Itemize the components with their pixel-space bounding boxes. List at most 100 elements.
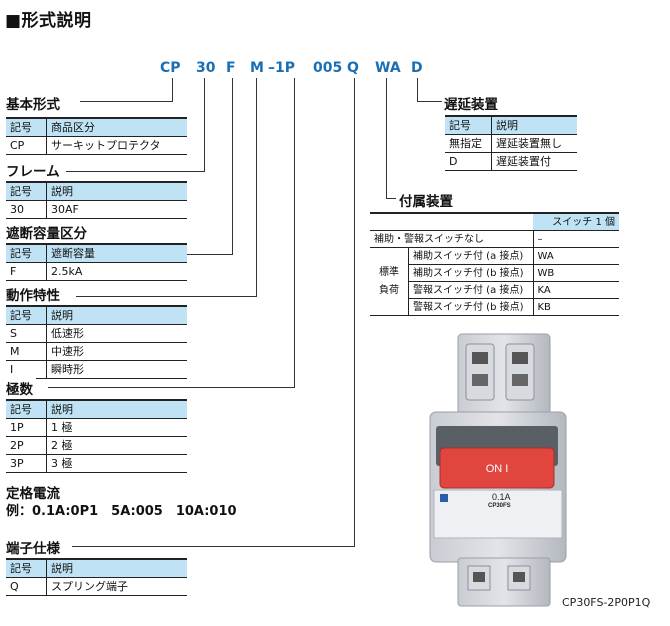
- cell: 2P: [6, 436, 47, 455]
- connector-line: [386, 198, 396, 199]
- cell: 3P: [6, 454, 47, 473]
- product-rating: 0.1A: [492, 492, 511, 502]
- header-cell: 説明: [46, 558, 187, 578]
- connector-line: [417, 101, 442, 102]
- connector-line: [80, 101, 173, 102]
- group-label: 標準 負荷: [370, 247, 409, 316]
- connector-line: [72, 546, 355, 547]
- cell: 2 極: [46, 436, 187, 455]
- cell: 補助スイッチ付 (b 接点): [408, 264, 534, 282]
- table-row: 補助・警報スイッチなし –: [370, 230, 619, 248]
- cell: –: [533, 230, 619, 248]
- product-caption: CP30FS-2P0P1Q: [562, 596, 651, 609]
- cell: 警報スイッチ付 (a 接点): [408, 281, 534, 299]
- cell: KA: [533, 281, 619, 299]
- header-cell: 説明: [46, 399, 187, 419]
- connector-line: [204, 78, 205, 172]
- product-image: [429, 333, 567, 607]
- heading-dosa: 動作特性: [6, 284, 63, 304]
- cell: Q: [6, 577, 47, 596]
- header-cell: 記号: [6, 181, 47, 201]
- header-cell: スイッチ 1 個: [533, 212, 619, 231]
- cell: 警報スイッチ付 (b 接点): [408, 298, 534, 316]
- code-q: Q: [347, 60, 359, 76]
- code-1p: –1P: [268, 60, 296, 76]
- heading-fuzoku: 付属装置: [399, 190, 456, 210]
- connector-line: [187, 254, 233, 255]
- code-d: D: [411, 60, 423, 76]
- connector-line: [76, 296, 257, 297]
- header-cell: 説明: [491, 115, 577, 135]
- table-fuzoku: スイッチ 1 個 補助・警報スイッチなし – 標準 負荷 補助スイッチ付 (a …: [370, 212, 619, 316]
- table-row: 警報スイッチ付 (b 接点) KB: [370, 298, 619, 316]
- cell: 30AF: [46, 200, 187, 219]
- code-m: M: [250, 60, 264, 76]
- cell: 中速形: [46, 342, 187, 361]
- connector-line: [232, 78, 233, 255]
- header-cell: 記号: [6, 117, 47, 137]
- cell: 遅延装置無し: [491, 134, 577, 153]
- cell: 遅延装置付: [491, 152, 577, 171]
- header-cell: 記号: [6, 558, 47, 578]
- heading-tanshi: 端子仕様: [6, 537, 63, 557]
- table-row: 補助スイッチ付 (b 接点) WB: [370, 264, 619, 282]
- header-cell: 説明: [46, 305, 187, 325]
- connector-line: [386, 78, 387, 199]
- cell: 無指定: [445, 134, 492, 153]
- table-header-row: スイッチ 1 個: [370, 212, 619, 231]
- heading-shadan: 遮断容量区分: [6, 222, 90, 242]
- connector-line: [66, 171, 205, 172]
- cell: 補助スイッチ付 (a 接点): [408, 247, 534, 265]
- code-cp: CP: [160, 60, 181, 76]
- cell: 瞬時形: [46, 360, 187, 379]
- header-cell: 記号: [6, 305, 47, 325]
- table-header-row: 記号 商品区分: [6, 117, 187, 137]
- page-title: ■形式説明: [5, 11, 92, 31]
- connector-line: [294, 78, 295, 388]
- connector-line: [256, 78, 257, 297]
- cell: 30: [6, 200, 47, 219]
- cell: M: [6, 342, 47, 361]
- heading-kihon: 基本形式: [6, 93, 63, 113]
- heading-chien: 遅延装置: [444, 93, 501, 113]
- header-spacer: [370, 212, 533, 231]
- table-row: 標準 負荷 補助スイッチ付 (a 接点) WA: [370, 247, 619, 316]
- cell: WA: [533, 247, 619, 265]
- code-005: 005: [313, 60, 343, 76]
- cell: I: [6, 360, 47, 379]
- table-row: 無指定遅延装置無し: [445, 134, 577, 153]
- connector-line: [354, 78, 355, 547]
- cell: D: [445, 152, 492, 171]
- cell: 3 極: [46, 454, 187, 473]
- cell: 低速形: [46, 324, 187, 343]
- connector-line: [48, 387, 295, 388]
- code-f: F: [226, 60, 236, 76]
- cell: S: [6, 324, 47, 343]
- connector-line: [417, 78, 418, 101]
- on-button-label: ON I: [485, 463, 509, 475]
- table-row: 警報スイッチ付 (a 接点) KA: [370, 281, 619, 299]
- header-cell: 商品区分: [46, 117, 187, 137]
- header-cell: 遮断容量: [46, 243, 187, 263]
- header-cell: 記号: [6, 399, 47, 419]
- connector-line: [172, 78, 173, 102]
- cell: 1 極: [46, 418, 187, 437]
- code-30: 30: [196, 60, 216, 76]
- cell: サーキットプロテクタ: [46, 136, 187, 155]
- cell: WB: [533, 264, 619, 282]
- cell: F: [6, 262, 47, 281]
